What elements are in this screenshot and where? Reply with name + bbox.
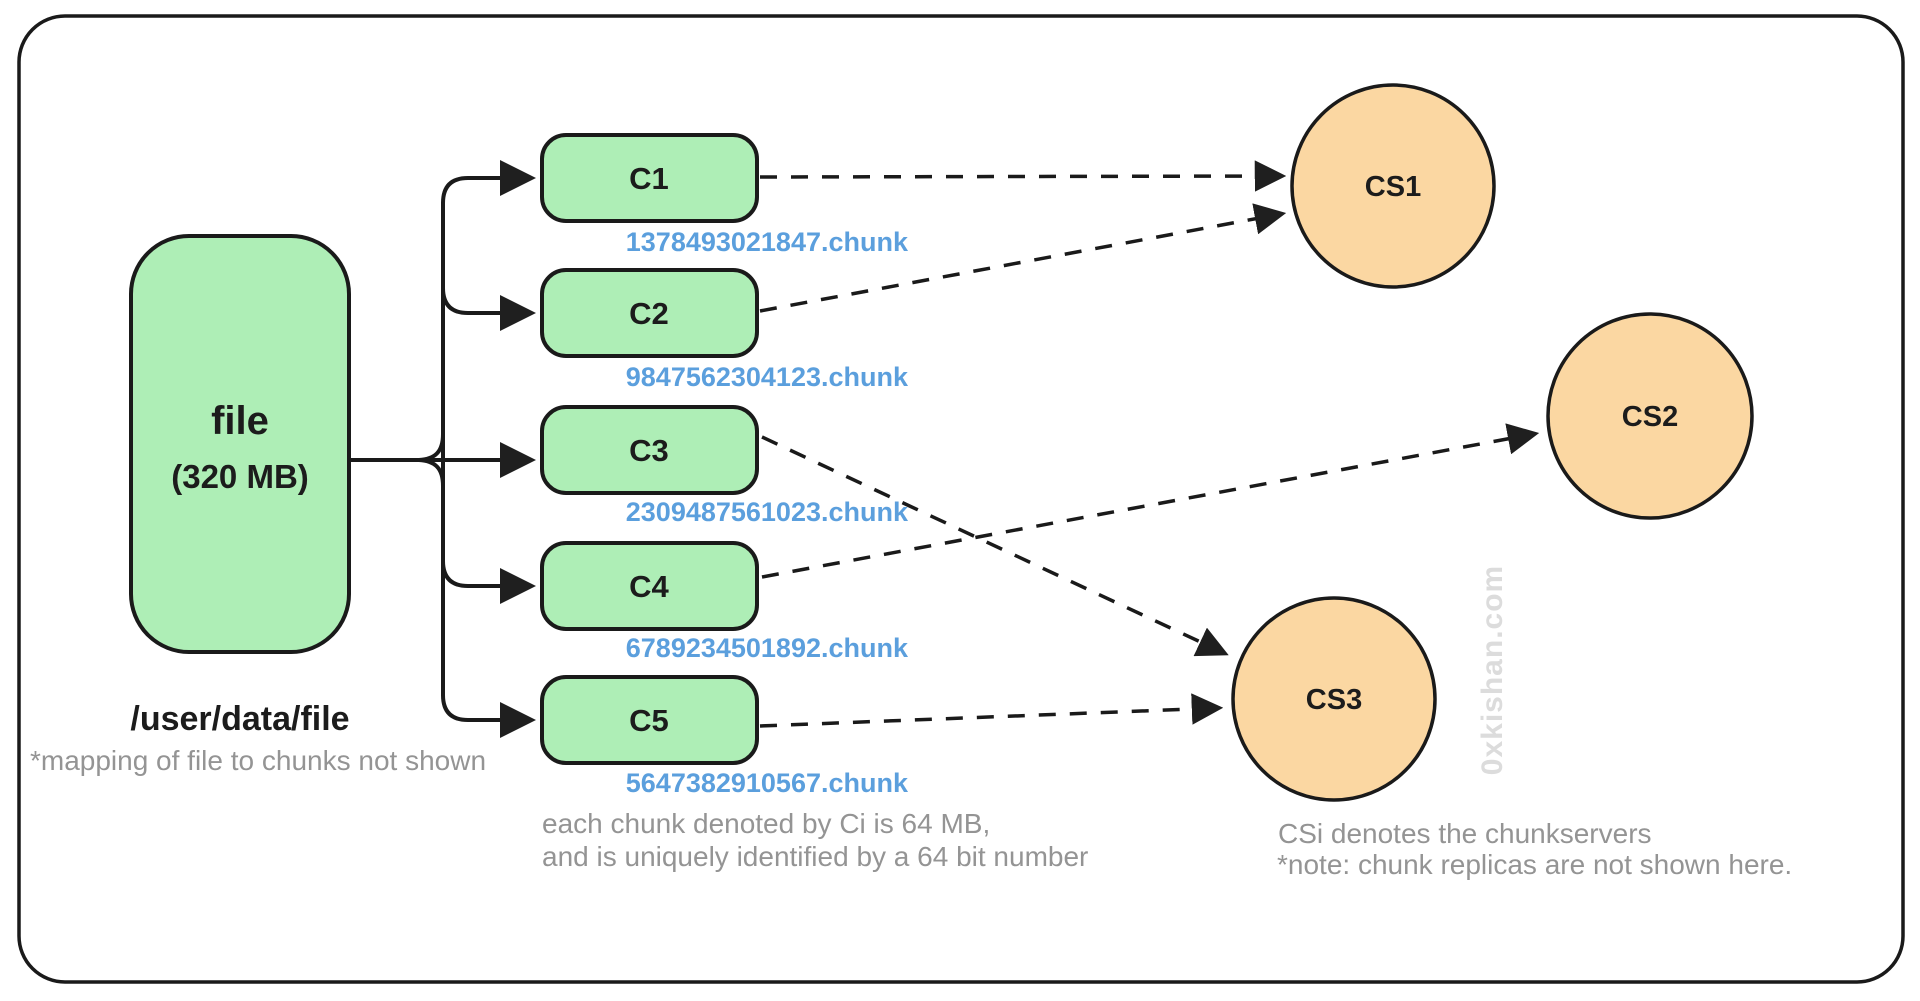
edge-c4-cs2	[761, 423, 1540, 579]
edges-chunks-to-servers	[759, 160, 1540, 728]
file-node: file (320 MB) /user/data/file *mapping o…	[30, 234, 486, 776]
file-size-label: (320 MB)	[171, 458, 309, 495]
chunk-label: C1	[629, 161, 669, 196]
edge-c2-cs1	[759, 203, 1287, 313]
file-box	[129, 234, 351, 654]
server-label: CS3	[1306, 684, 1362, 716]
chunk-node-c3: C3 2309487561023.chunk	[540, 405, 909, 527]
chunk-node-c5: C5 5647382910567.chunk	[540, 675, 909, 798]
watermark: 0xkishan.com	[1476, 565, 1509, 775]
chunk-note-line1: each chunk denoted by Ci is 64 MB,	[542, 808, 990, 839]
branch-arrow-c1	[441, 160, 536, 205]
chunk-id: 2309487561023.chunk	[626, 497, 909, 527]
file-label: file	[211, 399, 269, 443]
chunk-label: C4	[629, 569, 669, 604]
server-circle	[1546, 312, 1754, 520]
chunk-box	[540, 675, 759, 765]
server-circle	[1231, 596, 1437, 802]
chunk-node-c4: C4 6789234501892.chunk	[540, 541, 909, 663]
server-circle	[1290, 83, 1496, 289]
server-note-line2: *note: chunk replicas are not shown here…	[1277, 849, 1792, 880]
edge-c5-cs3	[759, 693, 1224, 728]
chunk-nodes: C1 1378493021847.chunk C2 9847562304123.…	[540, 133, 1088, 872]
branch-arrow-c4	[441, 559, 536, 604]
chunkserver-cs2: CS2	[1546, 312, 1754, 520]
chunk-box	[540, 541, 759, 631]
chunkserver-nodes: CS1 CS2 CS3 CSi denotes the chunkservers…	[1231, 83, 1792, 880]
chunk-id: 6789234501892.chunk	[626, 633, 909, 663]
chunk-box	[540, 133, 759, 223]
edge-c1-cs1	[759, 160, 1287, 192]
chunkserver-cs3: CS3	[1231, 596, 1437, 802]
chunk-id: 5647382910567.chunk	[626, 768, 909, 798]
chunk-node-c2: C2 9847562304123.chunk	[540, 268, 909, 392]
chunk-label: C2	[629, 296, 669, 331]
chunk-label: C5	[629, 703, 669, 738]
server-label: CS1	[1365, 171, 1421, 203]
branch-arrow-c5	[441, 693, 536, 738]
file-path-label: /user/data/file	[130, 700, 349, 738]
chunk-note-line2: and is uniquely identified by a 64 bit n…	[542, 841, 1088, 872]
edge-c3-cs3	[761, 435, 1229, 657]
chunk-label: C3	[629, 433, 669, 468]
server-label: CS2	[1622, 401, 1678, 433]
chunk-box	[540, 268, 759, 358]
chunk-id: 1378493021847.chunk	[626, 227, 909, 257]
chunk-id: 9847562304123.chunk	[626, 362, 909, 392]
branch-arrow-c2	[441, 286, 536, 331]
chunkserver-cs1: CS1	[1290, 83, 1496, 289]
chunk-box	[540, 405, 759, 495]
edge-file-to-chunks	[347, 160, 536, 738]
chunk-node-c1: C1 1378493021847.chunk	[540, 133, 909, 257]
server-note-line1: CSi denotes the chunkservers	[1278, 818, 1652, 849]
mapping-note: *mapping of file to chunks not shown	[30, 745, 486, 776]
